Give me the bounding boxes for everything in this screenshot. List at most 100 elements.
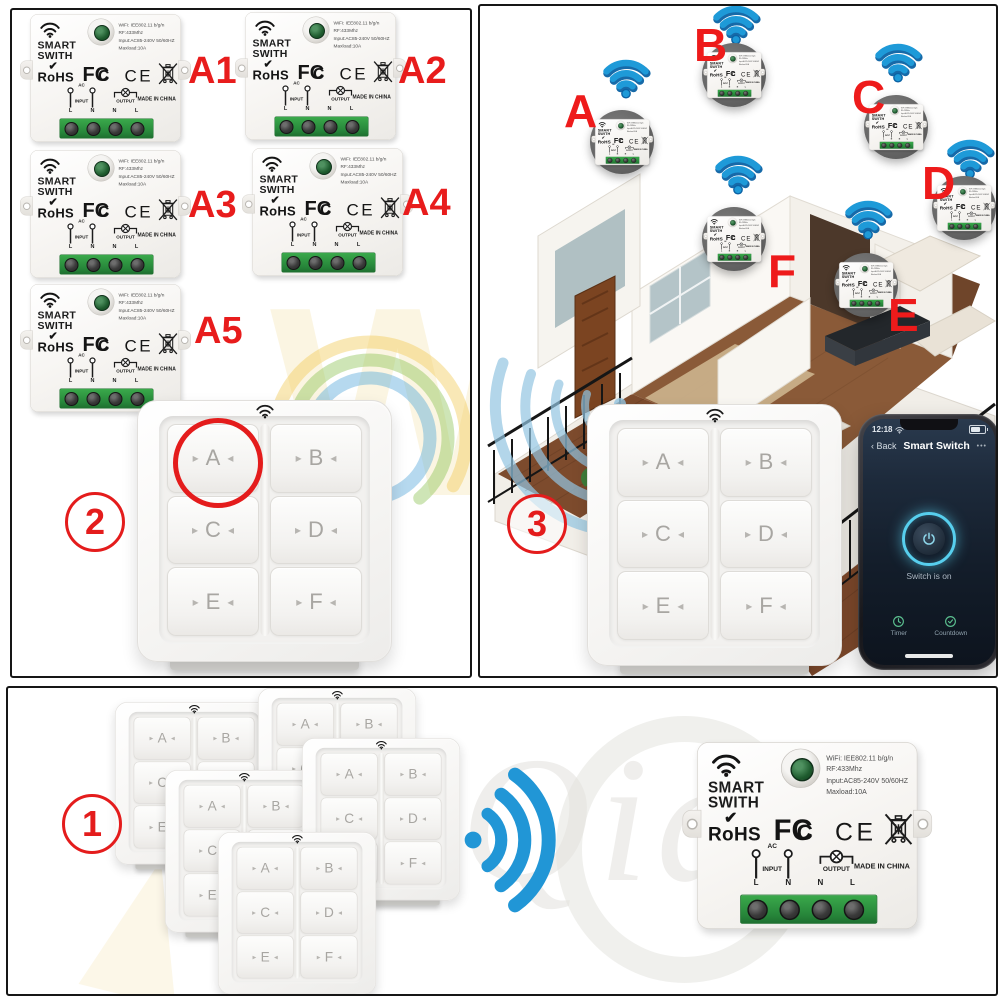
remote-button[interactable]: ▸F◂	[384, 841, 442, 885]
check-icon: ✔	[601, 135, 605, 140]
pairing-button[interactable]	[727, 217, 738, 228]
pairing-button[interactable]	[87, 154, 115, 182]
remote-button[interactable]: ▸C◂	[617, 499, 709, 569]
remote-column-right: ▸B◂▸D◂▸F◂	[300, 846, 358, 979]
phone-nav-bar: ‹ Back Smart Switch •••	[871, 440, 987, 452]
made-in-label: MADE IN CHINA	[352, 94, 391, 101]
remote-button[interactable]: ▸A◂	[236, 846, 294, 890]
weee-bin-icon	[915, 121, 923, 130]
terminal-screw	[301, 120, 316, 134]
input-label: INPUT	[762, 865, 783, 873]
remote-button[interactable]: ▸F◂	[300, 935, 358, 979]
remote-button[interactable]: ▸A◂	[617, 428, 709, 497]
weee-bin-icon	[983, 202, 991, 211]
button-label: F	[759, 592, 773, 618]
terminal-label: L	[744, 249, 746, 252]
rohs-mark: ✔ RoHS	[37, 59, 74, 85]
arrow-left-icon: ◂	[421, 769, 426, 779]
mounting-ear-left	[703, 68, 709, 76]
terminal-screw	[130, 258, 145, 272]
remote-button[interactable]: ▸A◂	[320, 752, 378, 796]
weee-bin-icon	[753, 69, 761, 78]
mounting-ear-left	[835, 278, 841, 286]
terminal-label: L	[608, 152, 611, 155]
button-label: E	[260, 948, 270, 965]
remote-button[interactable]: ▸B◂	[197, 716, 255, 760]
pairing-button[interactable]	[87, 18, 115, 46]
terminal-screw	[64, 122, 79, 136]
weee-bin-icon	[158, 63, 178, 85]
mounting-ear-left	[20, 60, 33, 80]
remote-button[interactable]: ▸A◂	[183, 784, 241, 828]
arrow-right-icon: ▸	[745, 527, 752, 541]
wifi-icon	[40, 292, 60, 309]
arrow-right-icon: ▸	[642, 527, 649, 541]
timer-button[interactable]: Timer	[891, 615, 907, 637]
terminal-label: N	[112, 377, 117, 384]
remote-button[interactable]: ▸C◂	[167, 495, 259, 565]
terminal-screw	[735, 254, 741, 260]
ac-label: AC	[856, 286, 859, 289]
arrow-left-icon: ◂	[337, 863, 342, 873]
back-button[interactable]: ‹ Back	[871, 441, 897, 451]
remote-button[interactable]: ▸B◂	[247, 784, 305, 828]
mounting-ear-left	[20, 196, 33, 216]
smart-switch-module: SMART SWITH WiFi: IEE802.11 b/g/n RF:433…	[20, 14, 191, 142]
remote-button[interactable]: ▸E◂	[617, 571, 709, 641]
terminal-screw	[727, 254, 733, 260]
remote-button[interactable]: ▸B◂	[300, 846, 358, 890]
home-indicator[interactable]	[905, 654, 953, 658]
arrow-right-icon: ▸	[199, 846, 203, 855]
remote-button[interactable]: ▸E◂	[236, 935, 294, 979]
spec-text: WiFi: IEE802.11 b/g/n RF:433Mhz Input:AC…	[738, 219, 760, 230]
remote-button[interactable]: ▸D◂	[270, 495, 362, 565]
arrow-left-icon: ◂	[274, 863, 278, 873]
terminal-label: L	[744, 85, 746, 88]
check-icon: ✔	[713, 232, 717, 237]
check-icon: ✔	[943, 201, 947, 206]
terminal-screw	[86, 122, 101, 136]
pairing-button[interactable]	[859, 263, 870, 274]
remote-inner-recess: ▸A◂▸C◂▸E◂ ▸B◂▸D◂▸F◂	[609, 420, 820, 648]
pairing-button[interactable]	[302, 16, 330, 44]
terminal-screw	[843, 899, 865, 921]
remote-button[interactable]: ▸D◂	[720, 499, 812, 569]
arrow-left-icon: ◂	[171, 733, 175, 743]
remote-button[interactable]: ▸D◂	[300, 891, 358, 934]
terminal-screw	[875, 300, 881, 306]
pairing-button[interactable]	[780, 748, 821, 788]
remote-button[interactable]: ▸F◂	[270, 567, 362, 637]
room-label-e: E	[888, 289, 919, 341]
remote-button[interactable]: ▸E◂	[167, 567, 259, 637]
remote-button[interactable]: ▸B◂	[270, 424, 362, 493]
remote-button[interactable]: ▸D◂	[384, 797, 442, 840]
pairing-button[interactable]	[889, 105, 900, 116]
arrow-right-icon: ▸	[746, 598, 753, 613]
terminal-label: L	[850, 878, 855, 888]
button-label: A	[207, 798, 217, 814]
remote-button[interactable]: ▸C◂	[236, 891, 294, 934]
terminal-label: L	[882, 137, 885, 140]
remote-button[interactable]: ▸B◂	[384, 752, 442, 796]
pairing-button[interactable]	[727, 53, 738, 64]
pairing-button[interactable]	[87, 288, 115, 316]
room-label-c: C	[852, 71, 886, 123]
pairing-button[interactable]	[957, 186, 968, 197]
remote-button[interactable]: ▸F◂	[720, 571, 812, 641]
menu-button[interactable]: •••	[976, 442, 987, 450]
power-button[interactable]	[902, 512, 956, 566]
room-label-b: B	[694, 19, 728, 71]
ac-label: AC	[78, 352, 85, 358]
terminal-label: L	[68, 107, 73, 114]
pairing-button[interactable]	[309, 152, 337, 180]
module-label-a1: A1	[188, 50, 237, 92]
countdown-button[interactable]: Countdown	[934, 615, 967, 637]
remote-button[interactable]: ▸A◂	[133, 716, 191, 760]
terminal-label: L	[950, 218, 953, 221]
module-node-d: SMART SWITH WiFi: IEE802.11 b/g/n RF:433…	[932, 176, 996, 240]
remote-button[interactable]: ▸B◂	[720, 428, 812, 497]
remote-column-right: ▸B◂▸D◂▸F◂	[720, 428, 812, 641]
pairing-button[interactable]	[615, 120, 626, 131]
ce-mark: CE	[629, 137, 640, 145]
